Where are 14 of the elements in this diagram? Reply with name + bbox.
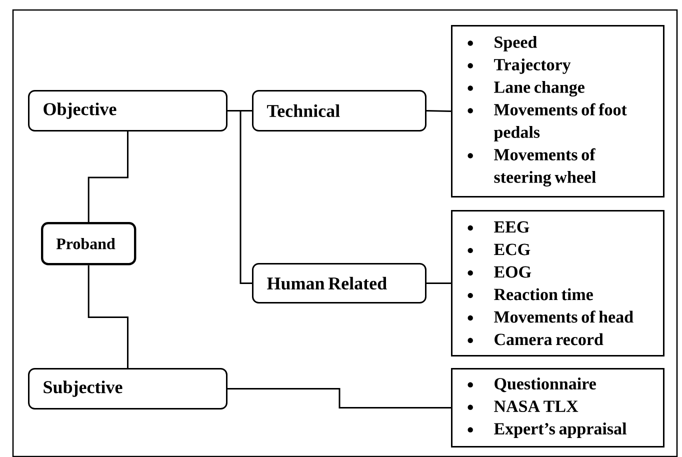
category-box: Objective: [28, 90, 228, 132]
connector-line: [88, 265, 128, 368]
category-box: Subjective: [28, 368, 228, 410]
connector-line: [88, 132, 128, 222]
connector-line: [228, 388, 451, 408]
category-box: Technical: [252, 90, 426, 132]
connector-line: [426, 282, 451, 284]
connector-line: [426, 110, 452, 112]
category-box: Proband: [41, 222, 136, 266]
category-box: Human Related: [252, 263, 426, 304]
connector-line: [228, 110, 252, 284]
list-box: EEG ECG EOG Reaction time Movements of head Camera record: [451, 210, 664, 356]
list-box: Speed Trajectory Lane change Movements of foot pedals Movements of steering wheel: [451, 25, 664, 198]
list-box: Questionnaire NASA TLX Expert’s appraisal: [451, 368, 664, 448]
